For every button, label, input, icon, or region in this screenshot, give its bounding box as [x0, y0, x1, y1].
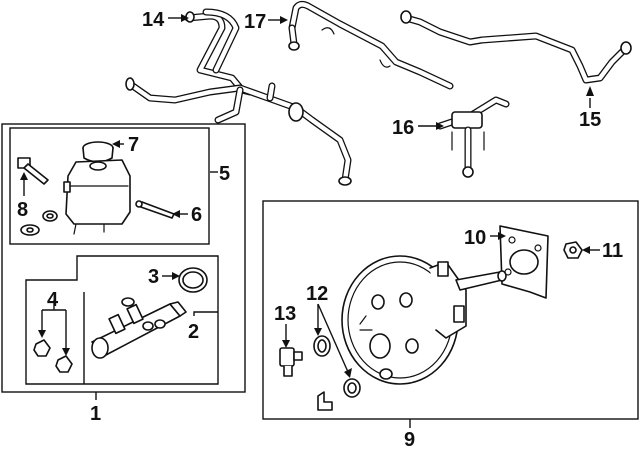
reservoir-grommets	[20, 210, 58, 236]
group-box-9	[262, 200, 639, 420]
callout-14: 14	[142, 9, 165, 31]
master-cylinder	[91, 297, 187, 359]
group-box-2	[25, 255, 219, 385]
callout-1: 1	[90, 403, 101, 425]
callout-7: 7	[128, 134, 139, 156]
booster-gasket	[499, 225, 549, 299]
master-cylinder-o-ring	[178, 267, 208, 293]
vacuum-hose-17	[288, 0, 454, 90]
brake-fluid-reservoir	[63, 159, 131, 235]
vacuum-hose-14	[125, 8, 352, 186]
group-box-1	[1, 123, 246, 393]
vacuum-hose-15	[400, 10, 632, 84]
callout-3: 3	[148, 266, 159, 288]
booster-bracket	[317, 391, 333, 411]
callout-9: 9	[404, 429, 415, 450]
booster-nut	[563, 241, 583, 259]
callout-5: 5	[219, 163, 230, 185]
callout-10: 10	[464, 227, 486, 249]
leader-lines	[20, 14, 600, 428]
vacuum-sensor	[279, 347, 303, 377]
callout-12: 12	[306, 283, 328, 305]
brake-booster	[341, 255, 507, 385]
callout-11: 11	[602, 240, 623, 262]
booster-seal	[313, 335, 361, 398]
callout-6: 6	[191, 204, 202, 226]
callout-4: 4	[47, 289, 59, 311]
reservoir-cap	[82, 141, 114, 163]
callout-16: 16	[392, 117, 414, 139]
callout-labels: 14 17 15 16 7 5 8 6 3 2 4 1 10 11 12 13 …	[17, 9, 623, 450]
callout-13: 13	[274, 303, 296, 325]
reservoir-bolt	[17, 157, 49, 185]
check-valve-16	[436, 96, 510, 178]
group-box-5	[9, 127, 210, 245]
callout-17: 17	[244, 11, 266, 33]
callout-15: 15	[579, 109, 601, 131]
callout-8: 8	[17, 199, 28, 221]
reservoir-clip	[135, 200, 175, 219]
callout-2: 2	[188, 321, 199, 343]
